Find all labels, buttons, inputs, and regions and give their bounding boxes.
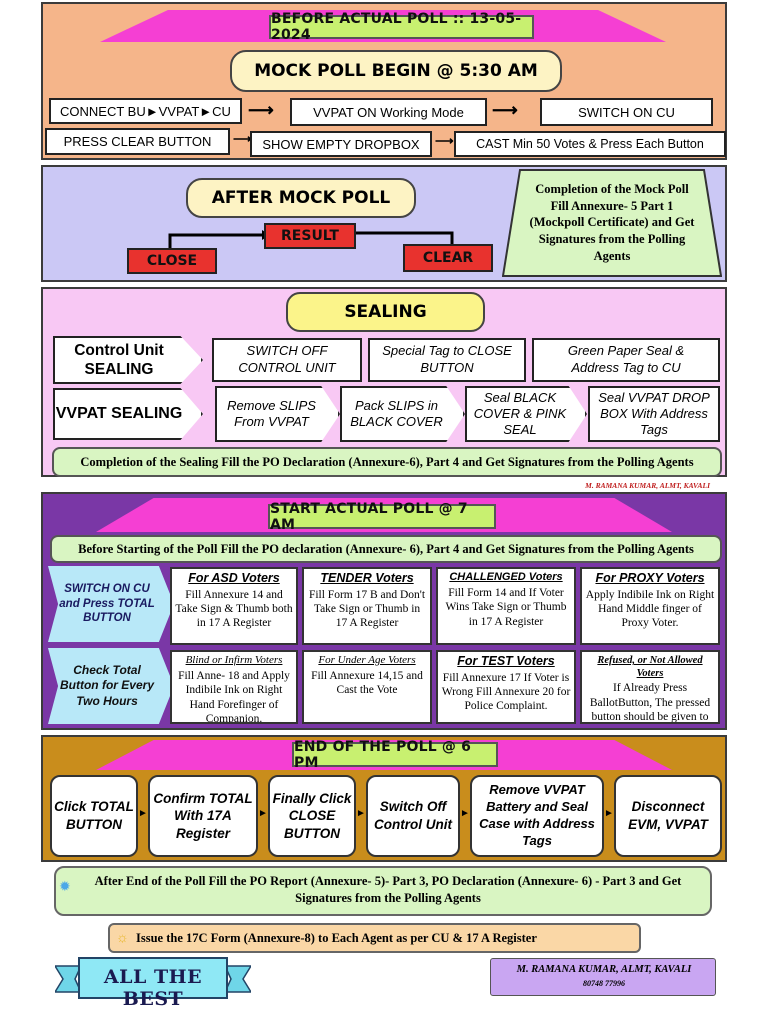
- vvpat-sealing-label: VVPAT SEALING: [53, 388, 203, 440]
- cell-head: For TEST Voters: [457, 654, 555, 668]
- end-step-switch-off-cu: Switch Off Control Unit: [366, 775, 460, 857]
- author-scroll: M. RAMANA KUMAR, ALMT, KAVALI 80748 7799…: [490, 958, 716, 996]
- author-phone: 80748 77996: [583, 979, 625, 988]
- step-cast-votes: CAST Min 50 Votes & Press Each Button: [454, 131, 726, 157]
- cell-head: For ASD Voters: [188, 571, 280, 585]
- cell-body: Fill Annexure 17 If Voter is Wrong Fill …: [441, 671, 571, 713]
- arrow-right-icon: ►: [460, 808, 470, 819]
- step-connect: CONNECT BU►VVPAT►CU: [49, 98, 242, 124]
- end-step-disconnect: Disconnect EVM, VVPAT: [614, 775, 722, 857]
- cell-head: Refused, or Not Allowed Voters: [597, 655, 703, 680]
- after-mock-title: AFTER MOCK POLL: [186, 178, 416, 218]
- actual-poll-title: START ACTUAL POLL @ 7 AM: [268, 501, 496, 533]
- arrow-right-icon: ⟶: [248, 100, 274, 120]
- cell-head: For Under Age Voters: [318, 654, 416, 666]
- sealing-credit: M. RAMANA KUMAR, ALMT, KAVALI: [585, 481, 710, 490]
- cell-blind-voters: Blind or Infirm Voters Fill Anne- 18 and…: [170, 650, 298, 724]
- trapezoid-shape: [502, 169, 722, 277]
- cell-underage-voters: For Under Age Voters Fill Annexure 14,15…: [302, 650, 432, 724]
- arrow-right-icon: ►: [138, 808, 148, 819]
- sun-icon: ☼: [116, 929, 129, 945]
- mock-certificate-note: Completion of the Mock Poll Fill Annexur…: [502, 169, 722, 277]
- cell-asd-voters: For ASD Voters Fill Annexure 14 and Take…: [170, 567, 298, 645]
- end-step-confirm-total: Confirm TOTAL With 17A Register: [148, 775, 258, 857]
- step-switch-on-cu: SWITCH ON CU: [540, 98, 713, 126]
- end-step-close-button: Finally Click CLOSE BUTTON: [268, 775, 356, 857]
- step-show-dropbox: SHOW EMPTY DROPBOX: [250, 131, 432, 157]
- sealing-note: Completion of the Sealing Fill the PO De…: [52, 447, 722, 477]
- before-poll-title: BEFORE ACTUAL POLL :: 13-05-2024: [269, 11, 534, 43]
- end-step-remove-battery: Remove VVPAT Battery and Seal Case with …: [470, 775, 604, 857]
- close-step: CLOSE: [127, 248, 217, 274]
- cu-step-switch-off: SWITCH OFF CONTROL UNIT: [212, 338, 362, 382]
- cell-tender-voters: TENDER Voters Fill Form 17 B and Don't T…: [302, 567, 432, 645]
- check-total-label: Check Total Button for Every Two Hours: [48, 648, 174, 724]
- cell-head: For PROXY Voters: [595, 571, 705, 585]
- cell-body: Fill Anne- 18 and Apply Indibile Ink on …: [178, 669, 290, 724]
- cu-step-special-tag: Special Tag to CLOSE BUTTON: [368, 338, 526, 382]
- cell-body: Fill Annexure 14,15 and Cast the Vote: [311, 669, 423, 697]
- cell-head: TENDER Voters: [320, 571, 414, 585]
- cell-body: Apply Indibile Ink on Right Hand Middle …: [585, 588, 715, 630]
- cell-head: CHALLENGED Voters: [449, 571, 563, 583]
- arrow-right-icon: ⟶: [492, 100, 518, 120]
- actual-poll-note: Before Starting of the Poll Fill the PO …: [50, 535, 722, 563]
- cell-head: Blind or Infirm Voters: [185, 654, 283, 666]
- vvpat-step-pack-slips: Pack SLIPS in BLACK COVER: [340, 386, 465, 442]
- arrow-right-icon: ⟶: [435, 133, 454, 148]
- result-step: RESULT: [264, 223, 356, 249]
- switch-on-cu-label: SWITCH ON CU and Press TOTAL BUTTON: [48, 566, 174, 642]
- star-icon: ✹: [59, 878, 71, 894]
- step-vvpat-on: VVPAT ON Working Mode: [290, 98, 487, 126]
- issue-note-box: ☼ Issue the 17C Form (Annexure-8) to Eac…: [108, 923, 641, 953]
- cell-test-voters: For TEST Voters Fill Annexure 17 If Vote…: [436, 650, 576, 724]
- author-name: M. RAMANA KUMAR, ALMT, KAVALI: [516, 964, 692, 975]
- ribbon-shape: [55, 957, 251, 999]
- cu-sealing-label: Control Unit SEALING: [53, 336, 203, 384]
- mock-poll-label: MOCK POLL BEGIN @ 5:30 AM: [230, 50, 562, 92]
- cell-body: Fill Form 14 and If Voter Wins Take Sign…: [445, 586, 567, 628]
- report-note-box: ✹ After End of the Poll Fill the PO Repo…: [54, 866, 712, 916]
- all-the-best-ribbon: ALL THE BEST: [55, 956, 251, 1010]
- cell-refused-voters: Refused, or Not Allowed Voters If Alread…: [580, 650, 720, 724]
- vvpat-step-seal-dropbox: Seal VVPAT DROP BOX With Address Tags: [588, 386, 720, 442]
- end-step-click-total: Click TOTAL BUTTON: [50, 775, 138, 857]
- vvpat-step-seal-cover: Seal BLACK COVER & PINK SEAL: [465, 386, 587, 442]
- cell-body: Fill Annexure 14 and Take Sign & Thumb b…: [175, 588, 293, 630]
- cell-proxy-voters: For PROXY Voters Apply Indibile Ink on R…: [580, 567, 720, 645]
- arrow-right-icon: ►: [604, 808, 614, 819]
- cell-body: If Already Press BallotButton, The press…: [589, 682, 711, 723]
- cell-body: Fill Form 17 B and Don't Take Sign or Th…: [308, 588, 426, 630]
- sealing-title: SEALING: [286, 292, 485, 332]
- cu-step-green-seal: Green Paper Seal & Address Tag to CU: [532, 338, 720, 382]
- arrow-right-icon: ⟶: [233, 131, 252, 146]
- cell-challenged-voters: CHALLENGED Voters Fill Form 14 and If Vo…: [436, 567, 576, 645]
- clear-step: CLEAR: [403, 244, 493, 272]
- step-press-clear: PRESS CLEAR BUTTON: [45, 128, 230, 155]
- arrow-right-icon: ►: [356, 808, 366, 819]
- arrow-right-icon: ►: [258, 808, 268, 819]
- vvpat-step-remove-slips: Remove SLIPS From VVPAT: [215, 386, 340, 442]
- end-poll-title: END OF THE POLL @ 6 PM: [292, 739, 498, 771]
